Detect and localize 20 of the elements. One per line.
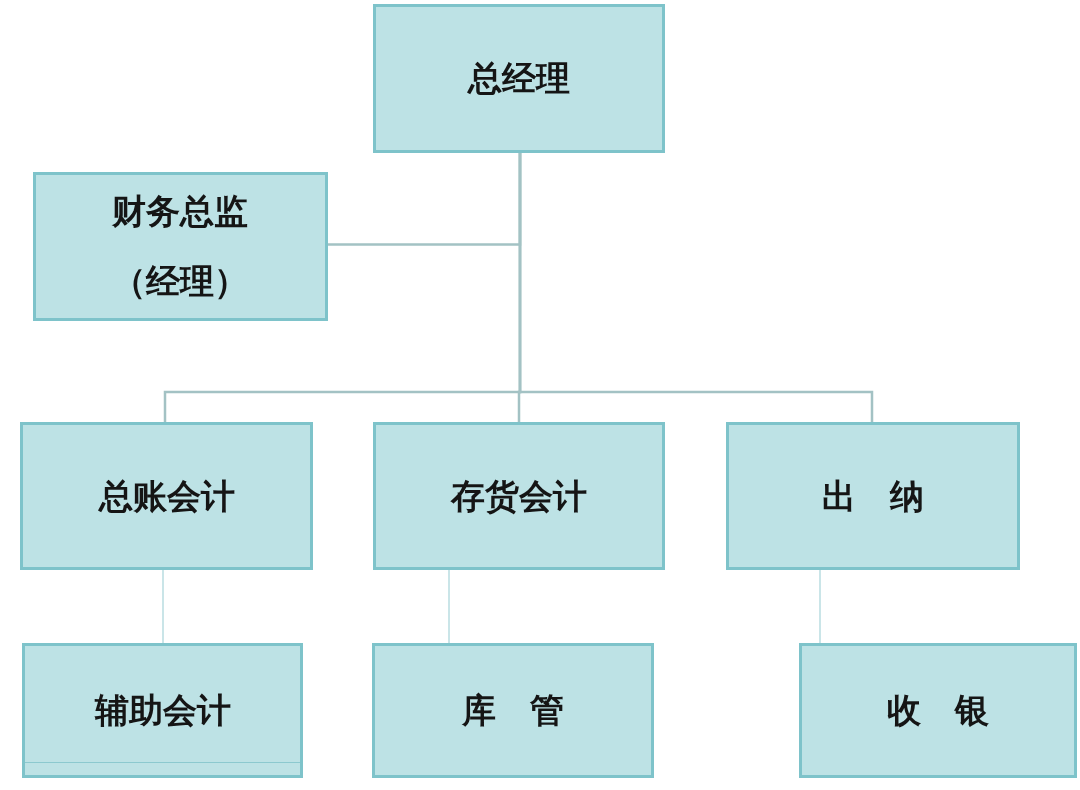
position-box [33,172,328,321]
position-label: 存货会计 [451,474,587,518]
position-label: 总账会计 [98,474,235,518]
position-box [20,422,313,570]
position-box [726,422,1020,570]
connector-line [162,569,164,644]
position-box [373,422,665,570]
position-label: 出 纳 [822,474,924,518]
position-box [22,643,303,778]
position-box [799,643,1077,778]
connector-line [819,569,821,644]
connector-line [518,153,874,422]
position-box [372,643,654,778]
connector-line [448,569,450,644]
position-label: 库 管 [462,689,564,732]
position-label: 财务总监（经理） [111,189,250,303]
position-box [373,4,665,153]
position-label: 辅助会计 [94,689,231,732]
position-label: 收 银 [887,689,989,732]
position-label: 总经理 [468,57,570,100]
